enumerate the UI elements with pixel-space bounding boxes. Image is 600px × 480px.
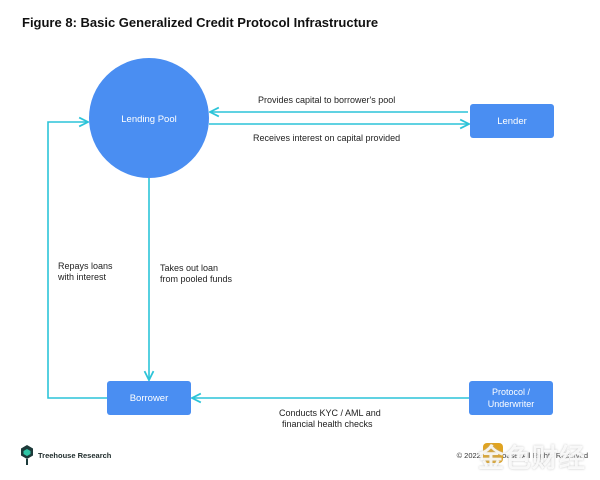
repays-loans-arrow [47,122,107,399]
underwriter-label-line2: Underwriter [488,399,535,409]
watermark-text: 金色财经 [477,443,586,473]
takes-out-loan-label-line1: Takes out loan [160,263,219,273]
lender-node [470,104,554,138]
provides-capital-label: Provides capital to borrower's pool [258,95,396,105]
figure-title: Figure 8: Basic Generalized Credit Proto… [22,15,379,30]
repays-loans-label-line1: Repays loans [58,261,113,271]
conducts-kyc-label-line1: Conducts KYC / AML and [279,408,381,418]
treehouse-logo-icon [21,445,33,465]
underwriter-node [469,381,553,415]
lending-pool-node [89,58,209,178]
borrower-node [107,381,191,415]
conducts-kyc-label-line2: financial health checks [282,419,373,429]
footer-copyright: © 2022 Treehouse. All Rights Reserved [456,451,588,460]
takes-out-loan-label-line2: from pooled funds [160,274,233,284]
repays-loans-label-line2: with interest [58,272,107,282]
footer-brand: Treehouse Research [38,451,112,460]
lender-label: Lender [497,116,527,127]
lending-pool-label: Lending Pool [121,114,176,125]
borrower-label: Borrower [130,393,169,404]
watermark-logo-icon [483,443,503,463]
receives-interest-label: Receives interest on capital provided [253,133,401,143]
underwriter-label-line1: Protocol / [492,387,531,397]
